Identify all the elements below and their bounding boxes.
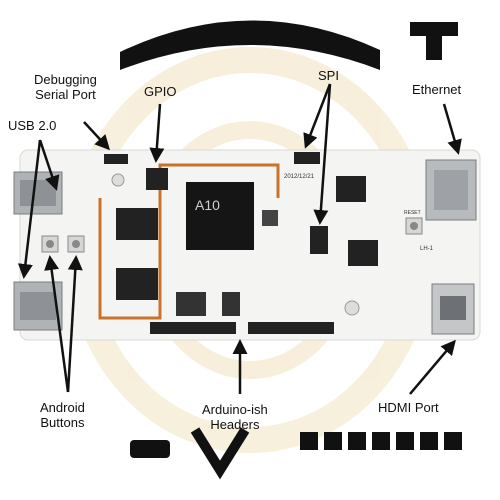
arrow-gpio xyxy=(149,103,165,163)
arrows xyxy=(17,83,462,395)
arrow-hdmi xyxy=(409,339,456,395)
android-buttons-label: Android Buttons xyxy=(40,400,85,430)
soc-label: A10 xyxy=(195,197,220,213)
date-text: 2012/12/21 xyxy=(284,174,315,180)
spi-header-side xyxy=(310,226,328,254)
ethernet-label: Ethernet xyxy=(412,82,462,97)
arrow-debug xyxy=(83,121,111,151)
a10-soc xyxy=(186,182,254,250)
debug-serial-label: Debugging Serial Port xyxy=(34,72,97,102)
arduino-header-right xyxy=(248,322,334,334)
ram-chip-2 xyxy=(116,268,158,300)
arrow-ethernet xyxy=(442,103,462,155)
ram-chip-1 xyxy=(116,208,158,240)
arrow-spi-side xyxy=(313,83,332,225)
gpio-label: GPIO xyxy=(144,84,177,99)
pcb-board: A10 2012/12/21 RESET LH-1 xyxy=(13,149,481,341)
spi-header-top xyxy=(294,152,320,164)
svg-text:LH-1: LH-1 xyxy=(420,246,434,252)
gpio-header xyxy=(146,168,168,190)
arrow-android-2 xyxy=(66,255,83,393)
arduino-header-left xyxy=(150,322,236,334)
arrow-usb-bottom xyxy=(17,139,42,279)
svg-text:RESET: RESET xyxy=(404,210,421,216)
debug-serial-header xyxy=(104,154,128,164)
arrow-spi-top xyxy=(303,83,332,149)
hdmi-label: HDMI Port xyxy=(378,400,439,415)
arduino-headers-label: Arduino-ish Headers xyxy=(202,402,268,432)
usb-label: USB 2.0 xyxy=(8,118,57,133)
arrow-android-1 xyxy=(44,255,70,393)
watermark-top-shape xyxy=(120,20,380,70)
spi-label: SPI xyxy=(318,68,339,83)
arrow-usb-top xyxy=(38,139,60,191)
